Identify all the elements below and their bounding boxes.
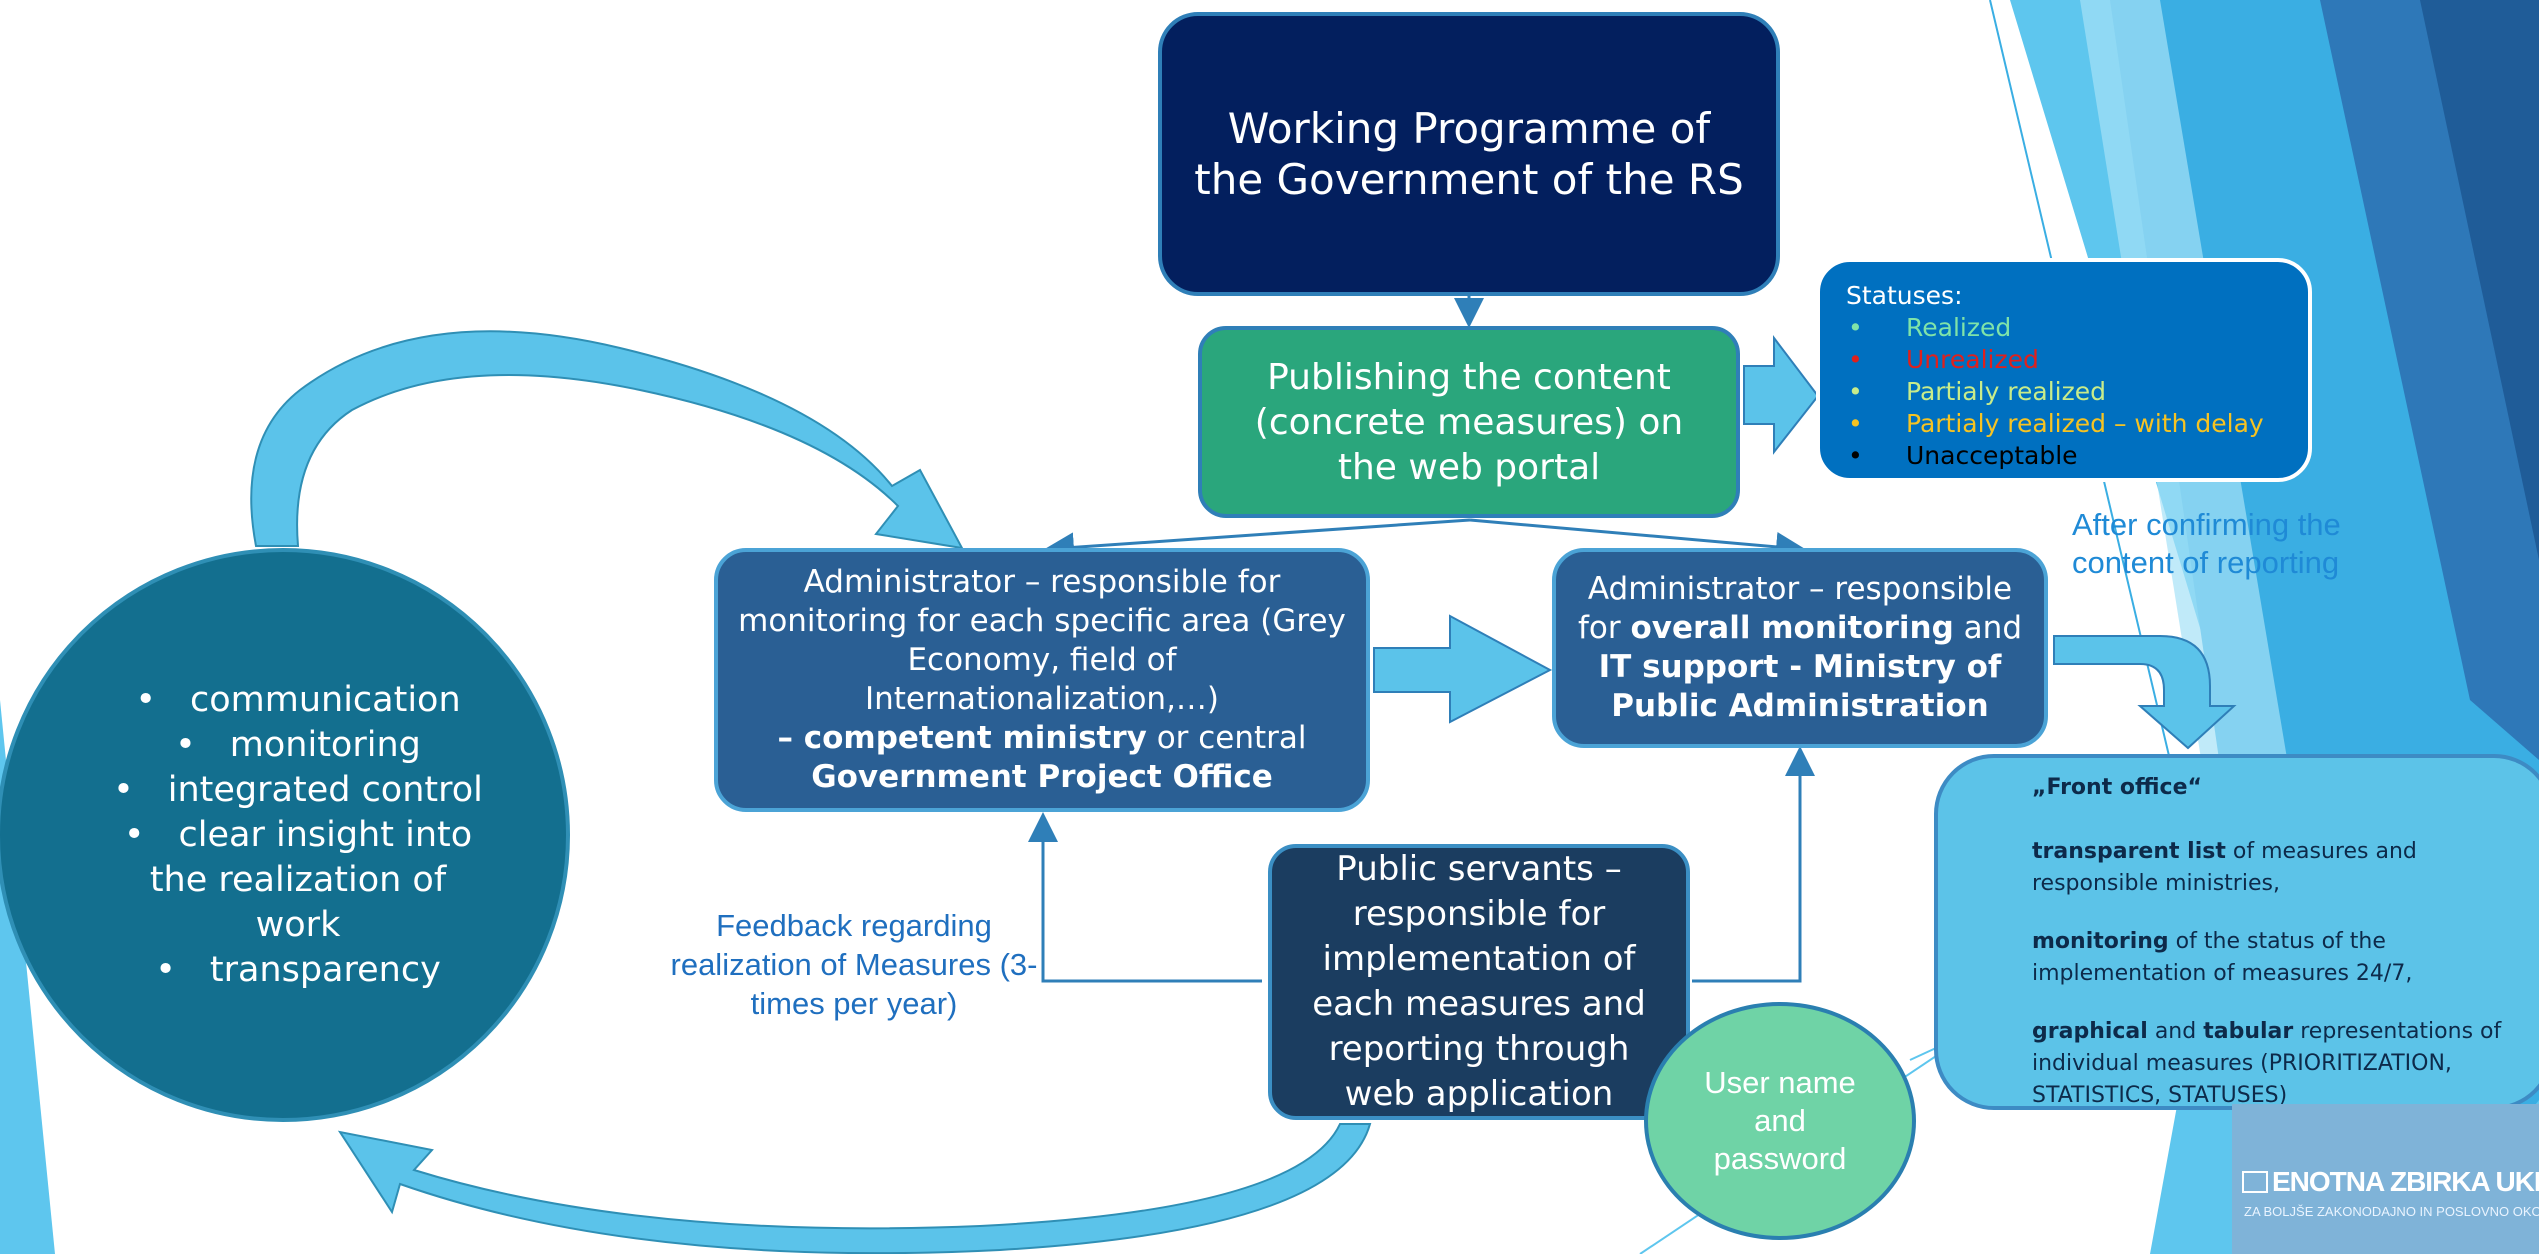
logo-name: ENOTNA ZBIRKA UKREPOV [2272,1166,2539,1197]
front-office-text-3: representations of individual measures (… [2032,1019,2502,1108]
user-password-text: User name and password [1704,1065,1856,1176]
goal-item: monitoring [108,723,488,768]
logo-name-row: ENOTNA ZBIRKA UKREPOV [2242,1166,2539,1198]
bar-chart-icon [2242,1171,2268,1193]
statuses-title: Statuses: [1846,281,1963,310]
administrator-area-dash: – [777,720,804,757]
administrator-overall-text-1: Administrator – responsible for [1577,570,2013,646]
front-office-point-2: monitoring of the status of the implemen… [2032,926,2526,990]
logo-tagline: ZA BOLJŠE ZAKONODAJNO IN POSLOVNO OKOLJE [2244,1204,2539,1219]
curved-arrow-top [250,330,964,550]
administrator-overall-box: Administrator – responsible for overall … [1552,548,2048,748]
statuses-list: Realized Unrealized Partialy realized Pa… [1846,312,2282,472]
status-unacceptable: Unacceptable [1846,440,2282,472]
administrator-overall-and: and [1953,609,2023,646]
status-partialy-realized: Partialy realized [1846,376,2282,408]
front-office-title: „Front office“ [2032,775,2202,800]
front-office-point-1: transparent list of measures and respons… [2032,836,2526,900]
block-arrow-to-statuses [1743,335,1820,455]
goals-circle: communication monitoring integrated cont… [0,548,570,1122]
front-office-box: „Front office“ transparent list of measu… [1934,754,2539,1110]
front-office-text-1: of measures and responsible ministries, [2032,839,2417,896]
administrator-area-competent-ministry: competent ministry [803,720,1147,757]
public-servants-box: Public servants – responsible for implem… [1268,844,1690,1120]
arrow-publishing-to-admin-area [1044,518,1471,563]
after-confirming-label: After confirming the content of reportin… [2072,507,2341,580]
bent-arrow-to-front-office [2053,635,2237,750]
administrator-overall-monitoring: overall monitoring [1630,609,1954,646]
arrow-publishing-to-admin-overall [1469,518,1806,562]
status-realized: Realized [1846,312,2282,344]
working-programme-title: Working Programme of the Government of t… [1194,103,1744,204]
publishing-content-text: Publishing the content (concrete measure… [1254,356,1684,488]
front-office-bold-3a: graphical [2032,1019,2148,1044]
public-servants-text: Public servants – responsible for implem… [1312,849,1646,1114]
statuses-box: Statuses: Realized Unrealized Partialy r… [1816,258,2312,482]
status-partialy-realized-with-delay: Partialy realized – with delay [1846,408,2282,440]
administrator-area-or-central: or central [1146,720,1307,757]
working-programme-box: Working Programme of the Government of t… [1158,12,1780,296]
administrator-overall-it-support: IT support - Ministry of Public Administ… [1598,649,2002,725]
arrow-servants-to-admin-overall [1692,746,1815,983]
arrow-servants-to-admin-area [1028,812,1262,983]
goal-item: communication [108,678,488,723]
administrator-area-text: Administrator – responsible for monitori… [738,563,1346,717]
front-office-point-3: graphical and tabular representations of… [2032,1016,2526,1112]
front-office-bold-3b: tabular [2203,1019,2294,1044]
user-password-circle: User name and password [1644,1002,1916,1240]
front-office-text-2: of the status of the implementation of m… [2032,929,2413,986]
curved-arrow-bottom [337,1123,1372,1254]
administrator-area-box: Administrator – responsible for monitori… [714,548,1370,812]
logo: ENOTNA ZBIRKA UKREPOV ZA BOLJŠE ZAKONODA… [2232,1104,2539,1254]
bg-stripe-darkest [2420,0,2539,560]
front-office-bold-2: monitoring [2032,929,2169,954]
goal-item: integrated control [108,768,488,813]
feedback-label: Feedback regarding realization of Measur… [670,908,1038,1021]
goals-list: communication monitoring integrated cont… [108,678,488,993]
administrator-area-project-office: Government Project Office [811,759,1273,796]
publishing-content-box: Publishing the content (concrete measure… [1198,326,1740,518]
status-unrealized: Unrealized [1846,344,2282,376]
goal-item: transparency [108,948,488,993]
goal-item: clear insight into the realization of wo… [108,813,488,948]
block-arrow-admin-to-admin [1373,614,1553,724]
front-office-and: and [2147,1019,2204,1044]
front-office-bold-1: transparent list [2032,839,2226,864]
